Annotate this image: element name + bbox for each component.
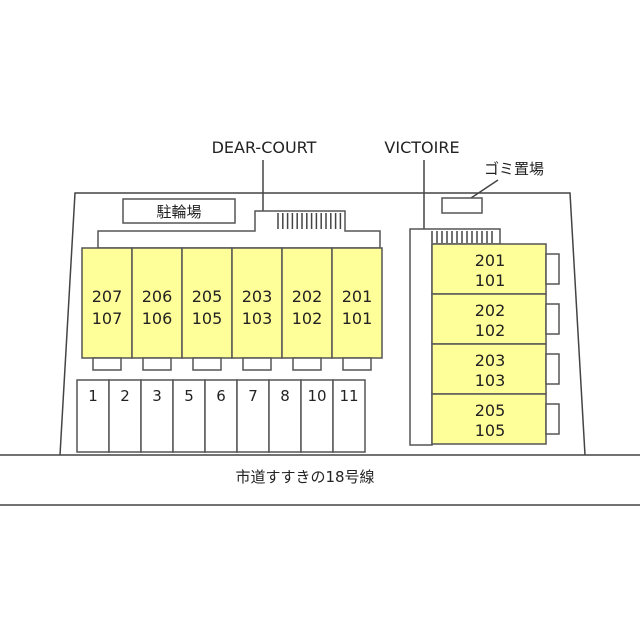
- unit-number-upper: 207: [92, 287, 123, 306]
- bicycle-parking: [122, 198, 236, 224]
- parking-stall: [204, 379, 238, 453]
- unit-number-lower: 105: [475, 421, 506, 440]
- parking-space: 7: [236, 379, 270, 453]
- road-label: 市道すすきの18号線: [235, 468, 374, 486]
- parking-stall: [172, 379, 206, 453]
- unit-block: [231, 247, 283, 359]
- unit-balcony: [545, 403, 560, 435]
- unit-balcony: [545, 353, 560, 385]
- parking-stall: [332, 379, 366, 453]
- parking-number: 10: [307, 387, 326, 405]
- parking-space: 3: [140, 379, 174, 453]
- dear-court-stairs: [277, 213, 342, 229]
- parking-number: 6: [216, 387, 226, 405]
- unit-block: [431, 393, 547, 445]
- unit-number-upper: 206: [142, 287, 173, 306]
- unit-balcony: [242, 357, 272, 371]
- unit-block: [431, 243, 547, 295]
- dear-court-label: DEAR-COURT: [212, 138, 317, 157]
- bicycle-parking-label: 駐輪場: [156, 203, 201, 221]
- garbage-area: [441, 197, 483, 214]
- unit-number-lower: 101: [475, 271, 506, 290]
- unit-number-lower: 105: [192, 309, 223, 328]
- unit-balcony: [545, 253, 560, 285]
- unit-number-lower: 107: [92, 309, 123, 328]
- unit-balcony: [545, 303, 560, 335]
- parking-stall: [76, 379, 110, 453]
- unit-number-lower: 102: [292, 309, 323, 328]
- unit-number-upper: 201: [342, 287, 373, 306]
- unit-number-upper: 205: [475, 401, 506, 420]
- unit-balcony: [192, 357, 222, 371]
- unit-number-lower: 106: [142, 309, 173, 328]
- parking-area: 1 2 3 5 6 7 8 10 11: [76, 379, 366, 453]
- parking-number: 7: [248, 387, 258, 405]
- unit-number-upper: 202: [292, 287, 323, 306]
- parking-stall: [300, 379, 334, 453]
- unit-balcony: [142, 357, 172, 371]
- unit-balcony: [292, 357, 322, 371]
- unit-number-lower: 102: [475, 321, 506, 340]
- parking-space: 8: [268, 379, 302, 453]
- unit-number-upper: 202: [475, 301, 506, 320]
- parking-number: 1: [88, 387, 98, 405]
- parking-space: 6: [204, 379, 238, 453]
- parking-space: 11: [332, 379, 366, 453]
- unit-number-upper: 203: [475, 351, 506, 370]
- unit-block: [131, 247, 183, 359]
- unit-balcony: [92, 357, 122, 371]
- parking-number: 8: [280, 387, 290, 405]
- garbage-label: ゴミ置場: [484, 160, 544, 178]
- unit-number-upper: 201: [475, 251, 506, 270]
- parking-space: 1: [76, 379, 110, 453]
- parking-space: 2: [108, 379, 142, 453]
- unit-number-lower: 101: [342, 309, 373, 328]
- parking-stall: [108, 379, 142, 453]
- parking-stall: [268, 379, 302, 453]
- unit-block: [331, 247, 383, 359]
- victoire-label: VICTOIRE: [384, 138, 459, 157]
- parking-number: 2: [120, 387, 130, 405]
- parking-space: 5: [172, 379, 206, 453]
- unit-number-lower: 103: [475, 371, 506, 390]
- lot-outline: [59, 192, 586, 456]
- parking-number: 11: [339, 387, 358, 405]
- parking-number: 3: [152, 387, 162, 405]
- unit-number-lower: 103: [242, 309, 273, 328]
- parking-space: 10: [300, 379, 334, 453]
- unit-number-upper: 203: [242, 287, 273, 306]
- parking-number: 5: [184, 387, 194, 405]
- unit-number-upper: 205: [192, 287, 223, 306]
- unit-balcony: [342, 357, 372, 371]
- victoire-stairs: [431, 231, 493, 243]
- dear-court-corridor: [97, 210, 381, 249]
- unit-block: [431, 293, 547, 345]
